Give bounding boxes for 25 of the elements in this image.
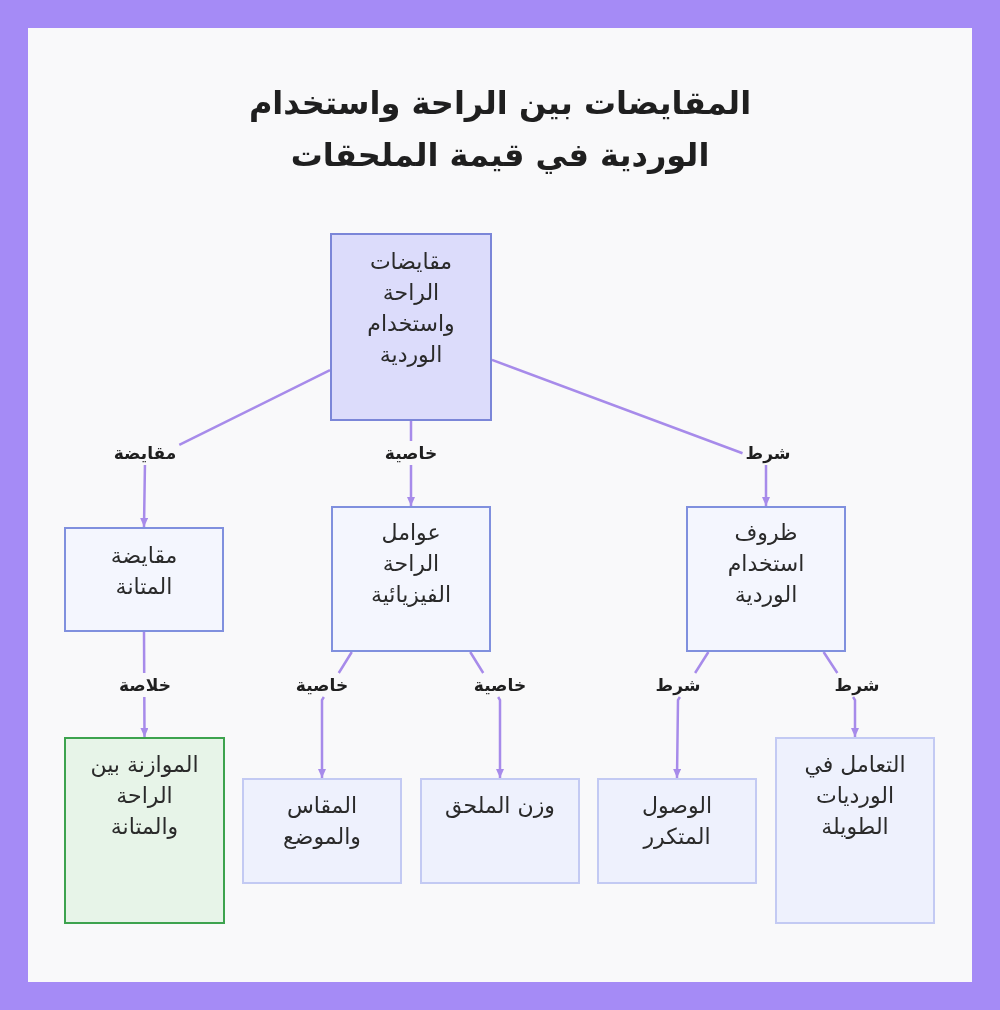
- arrow: [673, 650, 710, 780]
- process-box: المقاس والموضع: [242, 778, 402, 884]
- outcome-box: الموازنة بين الراحة والمتانة: [64, 737, 225, 924]
- title: المقايضات بين الراحة واستخدام الوردية في قيمة الملحقات: [247, 83, 753, 176]
- arrow: [407, 419, 415, 508]
- process-box: وزن الملحق: [420, 778, 580, 884]
- process-box: مقايضة المتانة: [64, 527, 224, 632]
- edge-label: خاصية: [473, 675, 527, 695]
- arrow: [140, 630, 149, 739]
- edge-label: مقايضة: [113, 443, 177, 463]
- edge-label: شرط: [745, 443, 791, 463]
- process-box: عوامل الراحة الفيزيائية: [331, 506, 491, 652]
- edge-label: خاصية: [384, 443, 438, 463]
- arrow: [318, 650, 354, 780]
- arrow: [822, 650, 859, 739]
- process-box: التعامل في الورديات الطويلة: [775, 737, 935, 924]
- edge-label: شرط: [655, 675, 701, 695]
- process-box: ظروف استخدام الوردية: [686, 506, 846, 652]
- edge-label: خاصية: [295, 675, 349, 695]
- arrow: [468, 650, 504, 780]
- arrow: [140, 369, 332, 529]
- process-box: مقايضات الراحة واستخدام الوردية: [330, 233, 492, 421]
- edge-label: شرط: [834, 675, 880, 695]
- process-box: الوصول المتكرر: [597, 778, 757, 884]
- edge-label: خلاصة: [119, 675, 171, 695]
